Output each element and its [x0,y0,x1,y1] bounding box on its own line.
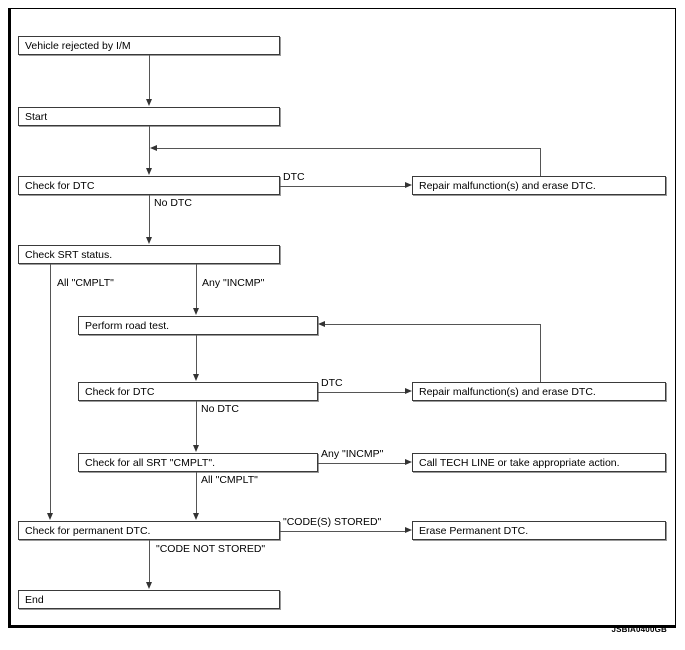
edge-label-all-cmplt-2: All "CMPLT" [201,474,258,486]
connector-vehicle-to-start [149,55,150,100]
figure-frame [8,8,676,628]
edge-label-code-not-stored: "CODE NOT STORED" [156,543,266,555]
connector-repair-2-riser [540,324,541,382]
connector-road-test-to-check-dtc-2 [196,335,197,375]
arrowhead-road-test-in-right [318,321,325,327]
node-check-dtc-1: Check for DTC [18,176,280,195]
node-start: Start [18,107,280,126]
edge-label-dtc-1: DTC [283,171,305,183]
connector-permanent-dtc-to-erase [280,531,406,532]
arrowhead-tech-line-in [405,459,412,465]
arrowhead-repair-2-in [405,388,412,394]
arrowhead-check-all-srt-in [193,445,199,452]
connector-any-incmp-to-road-test [196,264,197,309]
edge-label-codes-stored: "CODE(S) STORED" [283,516,382,528]
node-erase-permanent-dtc: Erase Permanent DTC. [412,521,666,540]
arrowhead-check-dtc-1-in [146,168,152,175]
connector-all-cmplt-bypass [50,264,51,514]
arrowhead-check-srt-in [146,237,152,244]
node-vehicle-rejected: Vehicle rejected by I/M [18,36,280,55]
connector-check-dtc-1-to-repair-1 [280,186,406,187]
connector-check-dtc-1-to-srt [149,195,150,238]
node-repair-1: Repair malfunction(s) and erase DTC. [412,176,666,195]
connector-all-srt-to-permanent-dtc [196,472,197,514]
connector-start-to-check-dtc-1 [149,126,150,169]
connector-repair-1-riser [540,148,541,176]
node-perform-road-test: Perform road test. [78,316,318,335]
edge-label-dtc-2: DTC [321,377,343,389]
connector-check-dtc-2-to-repair-2 [318,392,406,393]
edge-label-no-dtc-1: No DTC [154,197,192,209]
edge-label-all-cmplt-1: All "CMPLT" [57,277,114,289]
edge-label-any-incmp-2: Any "INCMP" [321,448,384,460]
arrowhead-check-dtc-2-in [193,374,199,381]
node-check-dtc-2: Check for DTC [78,382,318,401]
connector-permanent-dtc-to-end [149,540,150,583]
connector-repair-2-return [324,324,541,325]
node-repair-2: Repair malfunction(s) and erase DTC. [412,382,666,401]
node-end: End [18,590,280,609]
arrowhead-repair-1-return [150,145,157,151]
connector-check-dtc-2-to-all-srt [196,401,197,446]
edge-label-no-dtc-2: No DTC [201,403,239,415]
node-check-all-srt: Check for all SRT "CMPLT". [78,453,318,472]
arrowhead-road-test-in [193,308,199,315]
node-check-permanent-dtc: Check for permanent DTC. [18,521,280,540]
arrowhead-erase-permanent-in [405,527,412,533]
arrowhead-end-in [146,582,152,589]
arrowhead-permanent-dtc-in-left [47,513,53,520]
connector-repair-1-return [155,148,541,149]
node-call-tech-line: Call TECH LINE or take appropriate actio… [412,453,666,472]
edge-label-any-incmp-1: Any "INCMP" [202,277,265,289]
arrowhead-permanent-dtc-in-center [193,513,199,520]
figure-code: JSBIA0400GB [611,625,667,634]
arrowhead-repair-1-in [405,182,412,188]
connector-all-srt-to-tech-line [318,463,406,464]
arrowhead-start-in [146,99,152,106]
node-check-srt-status: Check SRT status. [18,245,280,264]
